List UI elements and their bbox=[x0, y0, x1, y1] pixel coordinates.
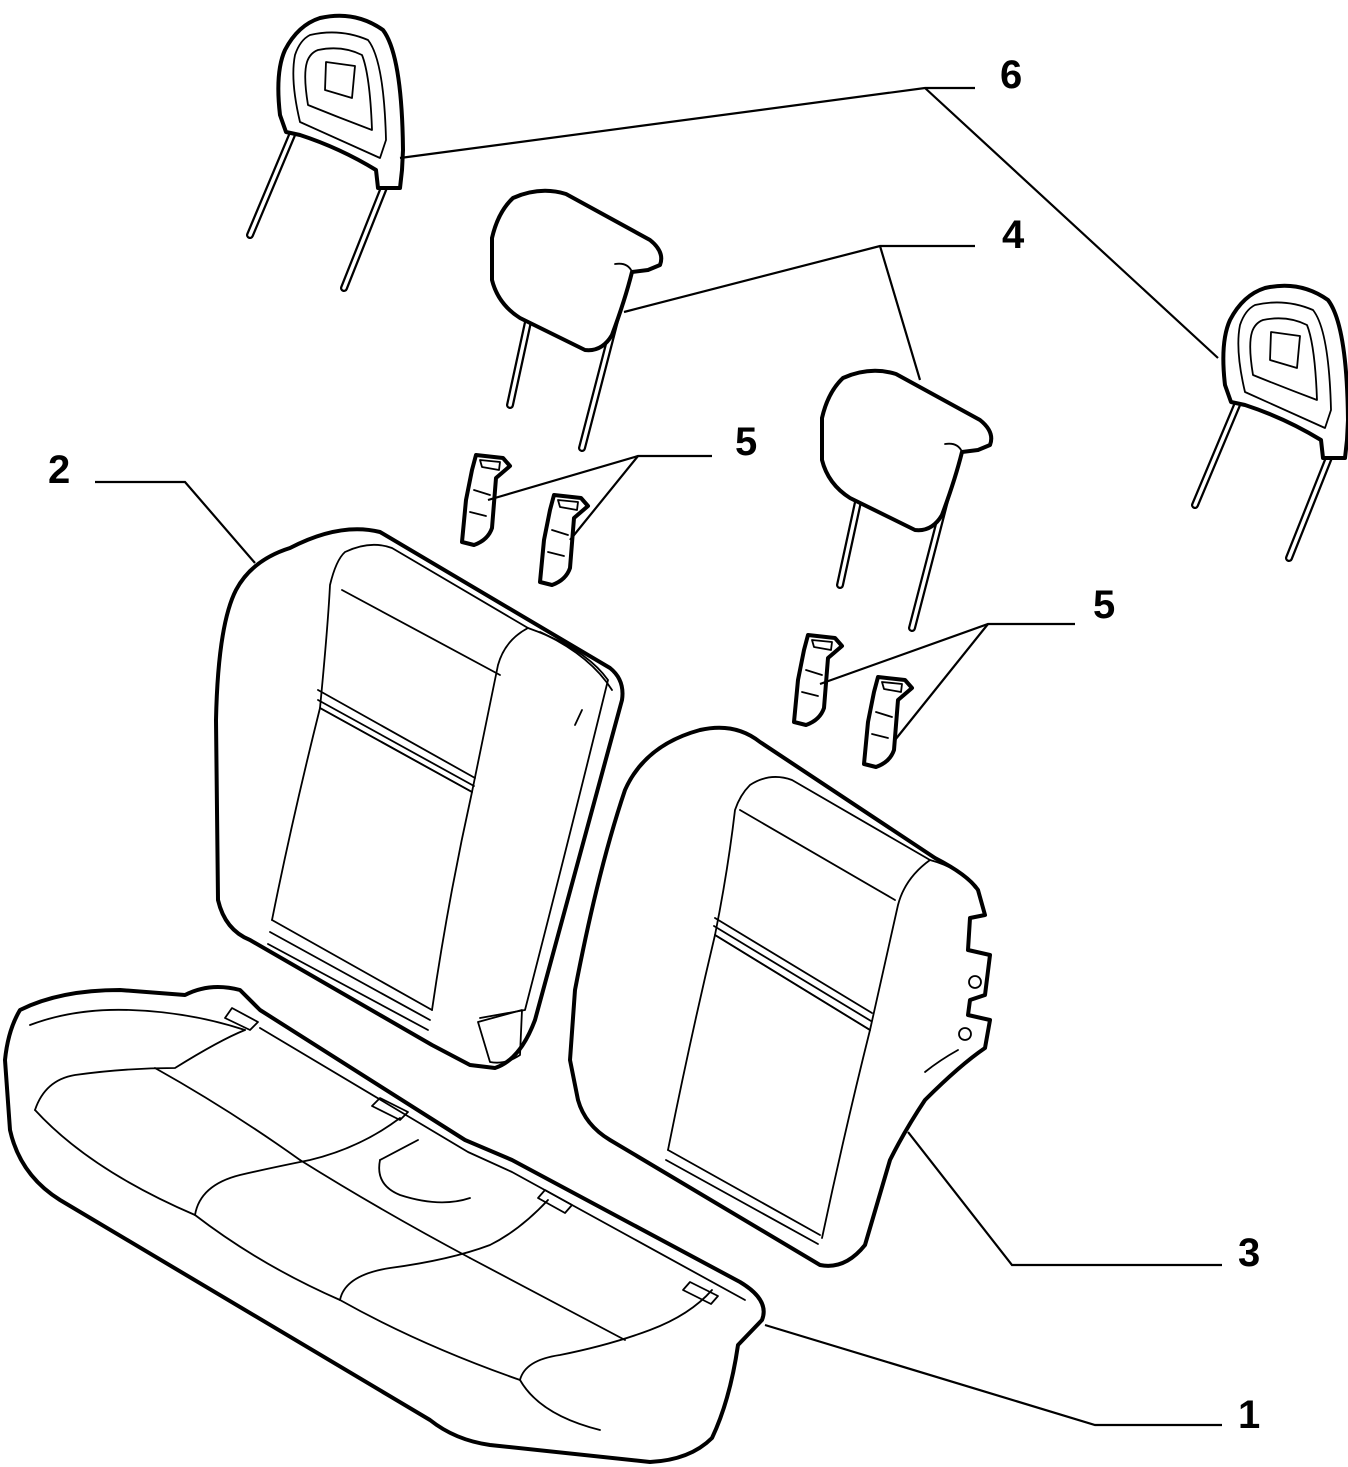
headrest-guide bbox=[862, 675, 914, 769]
left-backrest bbox=[214, 527, 625, 1070]
outer-headrest-right bbox=[1195, 286, 1348, 558]
callout-6: 6 bbox=[1000, 53, 1022, 97]
headrest-guide bbox=[538, 493, 590, 587]
callout-1: 1 bbox=[1238, 1393, 1260, 1437]
callout-4: 4 bbox=[1002, 213, 1025, 257]
headrest-guide bbox=[460, 453, 512, 547]
leader-lines bbox=[95, 86, 1222, 1427]
headrest-guide bbox=[792, 633, 844, 727]
callout-5-left: 5 bbox=[735, 420, 757, 464]
right-backrest bbox=[568, 725, 992, 1268]
outer-headrest-left bbox=[250, 16, 403, 288]
callout-5-right: 5 bbox=[1093, 583, 1115, 627]
callout-2: 2 bbox=[48, 448, 70, 492]
callout-3: 3 bbox=[1238, 1231, 1260, 1275]
center-headrest-left bbox=[492, 191, 661, 448]
seat-cushion bbox=[3, 984, 766, 1464]
center-headrest-right bbox=[822, 371, 991, 628]
